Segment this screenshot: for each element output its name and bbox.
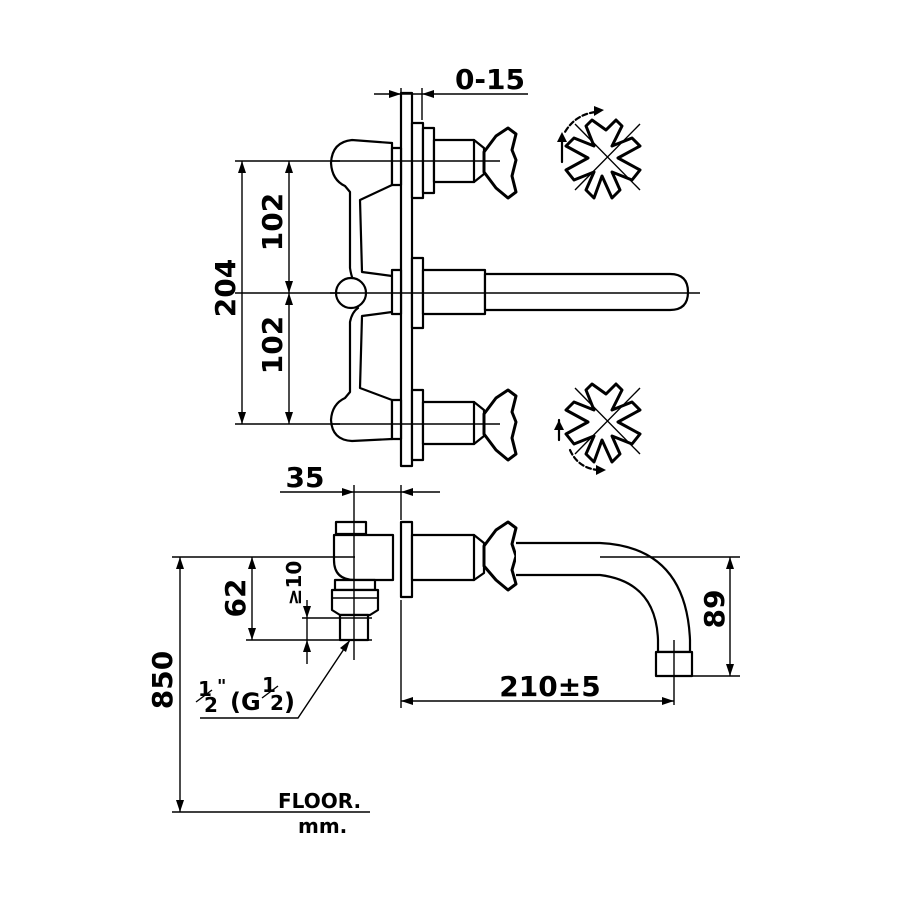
top-view bbox=[329, 91, 700, 468]
floor-label: FLOOR. bbox=[278, 789, 361, 813]
dim-total-spacing-label: 204 bbox=[209, 259, 242, 317]
threaded-inlet bbox=[330, 588, 380, 617]
dim-spout-drop bbox=[600, 556, 740, 677]
cross-handle-icon bbox=[482, 126, 518, 200]
rotate-arrow-icon bbox=[568, 448, 600, 472]
dim-offset-range bbox=[374, 88, 528, 120]
side-view bbox=[330, 520, 694, 705]
handle-plan-lower bbox=[554, 382, 642, 475]
dim-upper-spacing-label: 102 bbox=[256, 193, 289, 251]
dim-min-pipe-label: ≥10 bbox=[282, 561, 306, 606]
thread-leader bbox=[200, 639, 351, 719]
dim-wall-offset-label: 35 bbox=[286, 461, 325, 494]
wall-plate bbox=[399, 91, 414, 468]
thread-g-close: ) bbox=[284, 688, 295, 716]
dim-handle-spacing bbox=[235, 160, 340, 425]
dim-lower-spacing-label: 102 bbox=[256, 316, 289, 374]
dim-wall-offset bbox=[280, 485, 440, 520]
thread-g-open: (G bbox=[230, 688, 261, 716]
thread-size-whole: 1 bbox=[198, 677, 212, 701]
rotate-arrow-icon bbox=[563, 110, 597, 134]
dim-pipe-drop-label: 62 bbox=[219, 579, 252, 618]
dim-pipe-drop bbox=[246, 557, 372, 641]
dim-spout-reach-label: 210±5 bbox=[499, 670, 600, 703]
cross-handle-icon bbox=[482, 388, 518, 462]
thread-size-frac: 2 bbox=[204, 693, 218, 717]
dim-offset-range-label: 0-15 bbox=[455, 63, 525, 96]
dim-spout-reach bbox=[400, 600, 674, 708]
dim-spout-drop-label: 89 bbox=[698, 590, 731, 629]
dim-install-height-label: 850 bbox=[146, 651, 179, 709]
spout-side bbox=[516, 541, 692, 654]
unit-label: mm. bbox=[298, 814, 347, 838]
dim-install-height bbox=[172, 556, 370, 813]
cross-handle-icon bbox=[482, 520, 518, 592]
wall-plate-side bbox=[399, 520, 414, 599]
dim-min-pipe bbox=[302, 600, 372, 664]
thread-g-den: 2 bbox=[270, 691, 284, 715]
thread-label: 1 2 " (G 1 2 ) bbox=[195, 673, 295, 717]
handle-plan-upper bbox=[557, 106, 642, 200]
thread-size-mark: " bbox=[217, 676, 226, 697]
lower-valve bbox=[410, 388, 518, 462]
